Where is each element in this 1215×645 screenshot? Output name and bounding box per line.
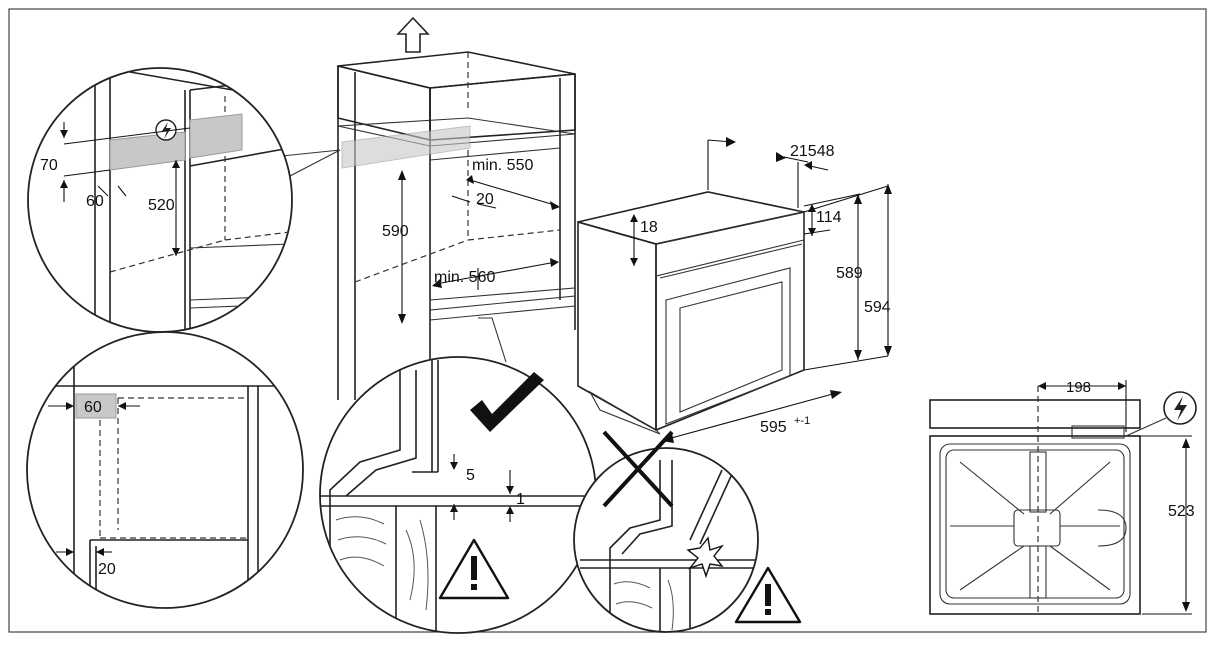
up-arrow-icon: [396, 16, 430, 53]
check-mark-icon: [470, 372, 544, 432]
detail-circle-incorrect: [573, 447, 759, 633]
label-114: 114: [816, 209, 842, 226]
warning-triangle-icon-2: [734, 566, 802, 624]
front-view: [929, 386, 1141, 615]
label-1: 1: [516, 491, 525, 508]
label-60-vent: 60: [84, 399, 102, 416]
label-595: 595: [760, 419, 787, 436]
warning-triangle-icon: [438, 538, 510, 600]
detail-circle-socket: [27, 67, 293, 333]
diagram-frame: [8, 8, 1207, 633]
label-min-560: min. 560: [434, 269, 495, 286]
label-523: 523: [1168, 503, 1195, 520]
label-595-tolerance: +-1: [794, 415, 810, 427]
label-20-cabinet: 20: [476, 191, 494, 208]
label-min-550: min. 550: [472, 157, 533, 174]
socket-dimensions: [60, 122, 191, 256]
label-5: 5: [466, 467, 475, 484]
label-198: 198: [1066, 379, 1091, 396]
label-594: 594: [864, 299, 891, 316]
oven-unit: [577, 191, 805, 435]
cabinet-unit: [337, 51, 576, 400]
cabinet-dimensions: [398, 170, 560, 324]
front-dimensions: [1038, 380, 1192, 615]
label-60-socket: 60: [86, 193, 104, 210]
cross-mark-icon: [602, 430, 674, 508]
damage-flash-icon: [686, 536, 725, 579]
label-21548: 21548: [790, 143, 835, 160]
label-20-vent: 20: [98, 561, 116, 578]
power-socket-icon-front: [1125, 391, 1197, 437]
label-18: 18: [640, 219, 658, 236]
detail-circle-ventilation: [26, 331, 304, 609]
mounting-dimensions: [450, 454, 514, 522]
label-520: 520: [148, 197, 175, 214]
label-590: 590: [382, 223, 409, 240]
label-589: 589: [836, 265, 863, 282]
label-70: 70: [40, 157, 58, 174]
detail-circle-correct: [319, 356, 597, 634]
oven-dimensions: [630, 137, 892, 443]
ventilation-dimensions: [48, 402, 140, 556]
